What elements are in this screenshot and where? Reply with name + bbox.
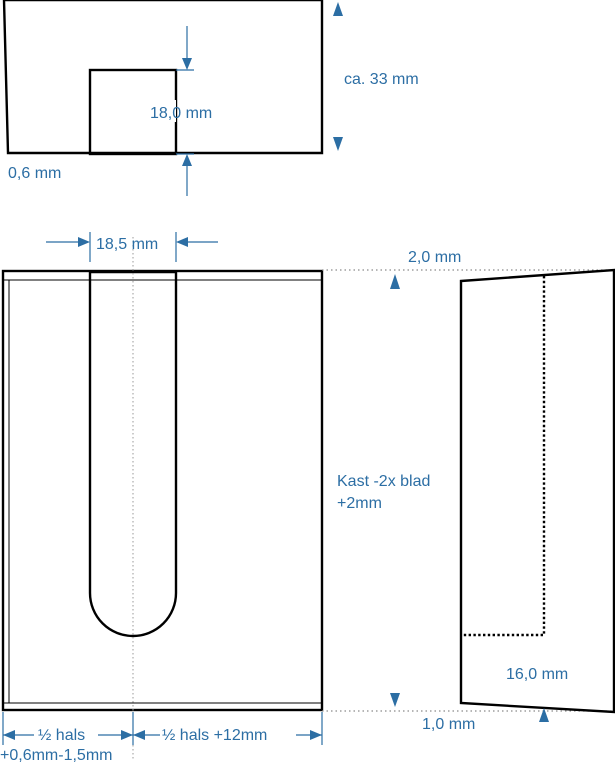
height-arrow-down — [333, 137, 343, 151]
front-view: 18,5 mm ½ hals +0,6mm-1,5mm ½ hals +12mm… — [0, 232, 430, 764]
neck-slot — [88, 270, 178, 638]
half-neck-left-label: ½ hals — [38, 727, 85, 744]
box-rule-label-line1: Kast -2x blad — [337, 473, 430, 490]
inner-depth-label: 16,0 mm — [506, 666, 568, 683]
top-view-outline — [2, 0, 324, 155]
side-view: 2,0 mm 16,0 mm 1,0 mm — [322, 249, 615, 733]
neck-dim-arrow-down — [182, 58, 192, 70]
bottom-dim-arrow-2 — [121, 730, 133, 740]
bottom-dim-arrow-1 — [3, 730, 15, 740]
neck-dim-arrow-up — [182, 154, 192, 166]
box-rule-label-line2: +2mm — [337, 495, 382, 512]
slot-dim-left-arrow — [78, 237, 90, 247]
slot-dim-right-arrow — [176, 237, 188, 247]
top-thickness-label: 2,0 mm — [408, 249, 461, 266]
bottom-thickness-arrow-up — [539, 708, 549, 722]
bottom-thickness-arrow-down — [390, 693, 400, 707]
inner-depth-dotted-line — [461, 276, 546, 637]
height-arrow-up — [333, 2, 343, 16]
front-view-outline — [1, 269, 324, 712]
neck-width-label: 18,0 mm — [150, 105, 212, 122]
side-view-outline — [459, 268, 615, 714]
slot-width-label: 18,5 mm — [96, 236, 158, 253]
bottom-thickness-label: 1,0 mm — [422, 716, 475, 733]
bottom-dim-arrow-4 — [310, 730, 322, 740]
top-view: 18,0 mm ca. 33 mm 0,6 mm — [2, 0, 419, 196]
wall-thickness-label: 0,6 mm — [8, 165, 61, 182]
top-thickness-arrow — [390, 274, 400, 289]
overall-height-label: ca. 33 mm — [344, 71, 419, 88]
half-neck-right-label: ½ hals +12mm — [162, 727, 267, 744]
half-neck-left-sub-label: +0,6mm-1,5mm — [0, 747, 112, 764]
bottom-dim-arrow-3 — [133, 730, 145, 740]
